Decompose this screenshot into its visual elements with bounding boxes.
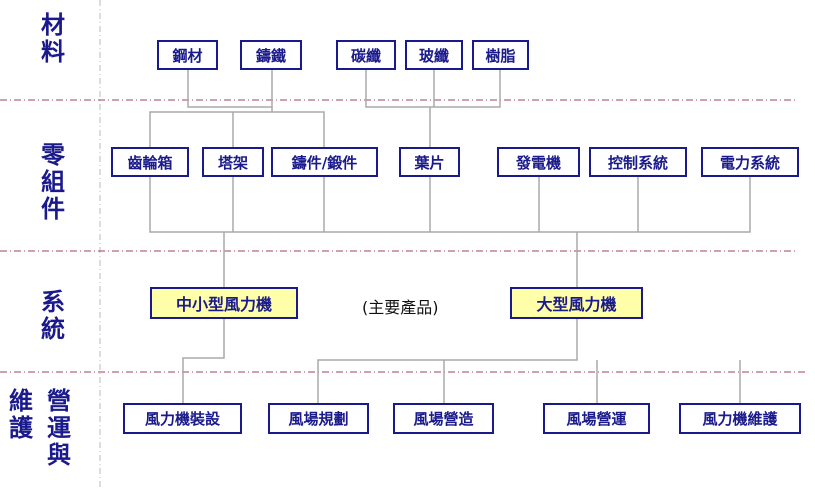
material-steel: 鋼材 bbox=[157, 40, 218, 70]
component-power-system: 電力系統 bbox=[701, 147, 799, 177]
ops-turbine-maintenance: 風力機維護 bbox=[679, 403, 801, 434]
category-components: 零 組 件 bbox=[41, 141, 65, 223]
ops-wind-farm-planning: 風場規劃 bbox=[268, 403, 369, 434]
ops-turbine-installation: 風力機裝設 bbox=[123, 403, 242, 434]
material-resin: 樹脂 bbox=[472, 40, 529, 70]
category-operations-left: 維 護 bbox=[9, 387, 33, 442]
connector-components-bus bbox=[149, 177, 751, 233]
connector-small-to-install bbox=[182, 319, 225, 403]
category-materials: 材 料 bbox=[41, 11, 65, 66]
category-operations-right: 營 運 與 bbox=[47, 387, 71, 469]
component-gearbox: 齒輪箱 bbox=[111, 147, 189, 177]
category-systems: 系 統 bbox=[41, 288, 65, 343]
component-tower: 塔架 bbox=[202, 147, 264, 177]
component-castings-forgings: 鑄件/鍛件 bbox=[271, 147, 378, 177]
component-generator: 發電機 bbox=[497, 147, 580, 177]
material-carbon-fiber: 碳纖 bbox=[336, 40, 396, 70]
material-cast-iron: 鑄鐵 bbox=[240, 40, 302, 70]
system-small-medium-turbine: 中小型風力機 bbox=[150, 287, 298, 319]
ops-wind-farm-operation: 風場營運 bbox=[543, 403, 650, 434]
ops-wind-farm-construction: 風場營造 bbox=[393, 403, 494, 434]
connector-steel-iron bbox=[187, 70, 273, 108]
connector-large-to-ops bbox=[317, 319, 741, 403]
connector-metal-to-parts bbox=[149, 107, 325, 147]
connector-composites bbox=[365, 70, 501, 147]
component-control-system: 控制系統 bbox=[589, 147, 687, 177]
component-blade: 葉片 bbox=[399, 147, 460, 177]
system-large-turbine: 大型風力機 bbox=[510, 287, 643, 319]
material-glass-fiber: 玻纖 bbox=[405, 40, 463, 70]
main-product-note: (主要產品) bbox=[362, 298, 439, 317]
connector-bus-to-systems bbox=[223, 232, 578, 287]
